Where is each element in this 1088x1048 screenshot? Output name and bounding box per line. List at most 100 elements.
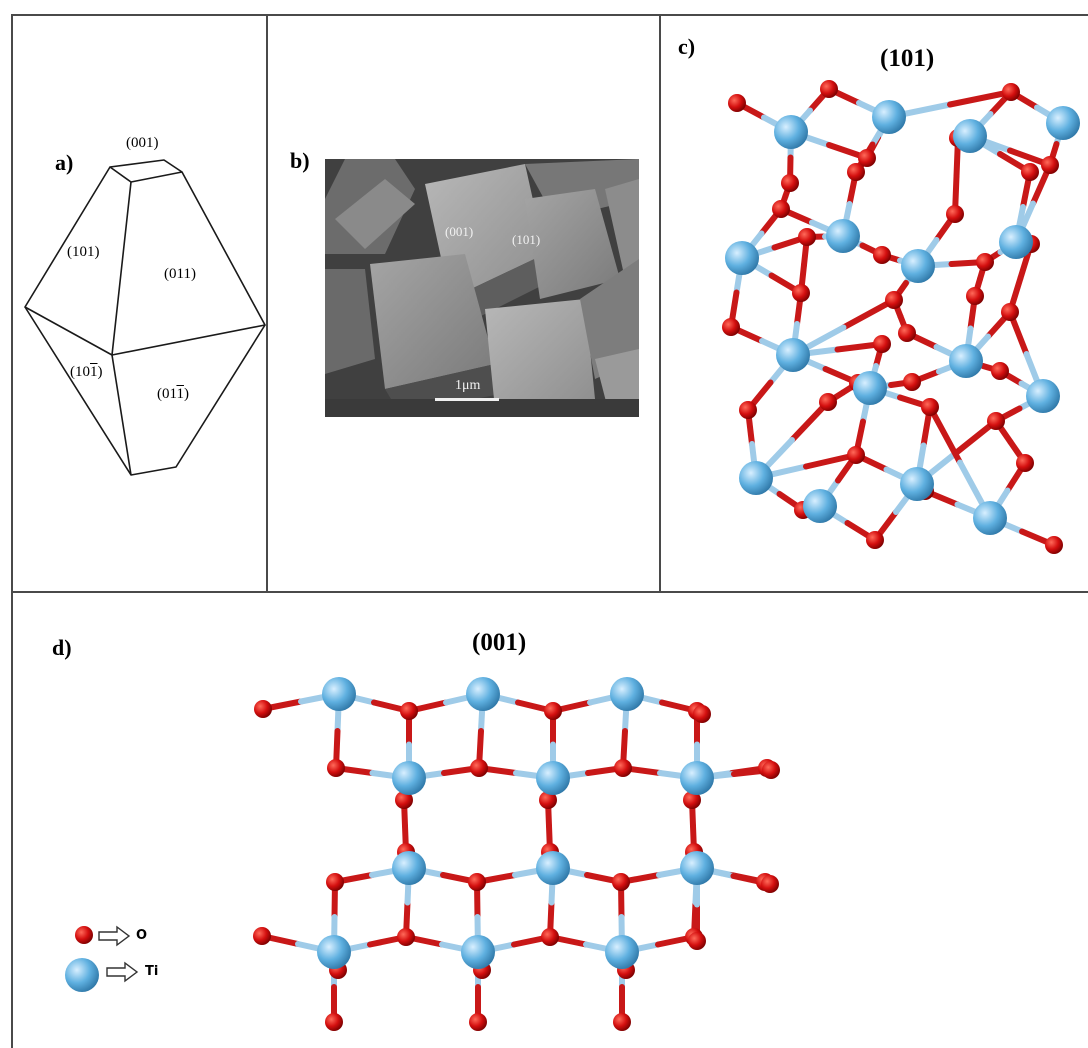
legend-o-label: O <box>136 928 148 943</box>
panel-b-label: b) <box>290 148 310 173</box>
oxygen-atom <box>254 700 272 718</box>
oxygen-atom <box>395 791 413 809</box>
oxygen-atom <box>847 163 865 181</box>
oxygen-atom <box>1016 454 1034 472</box>
oxygen-atom <box>873 246 891 264</box>
oxygen-atom <box>1001 303 1019 321</box>
oxygen-atom <box>469 1013 487 1031</box>
titanium-atom <box>322 677 356 711</box>
titanium-atom <box>680 761 714 795</box>
titanium-atom <box>65 958 99 992</box>
oxygen-atom <box>819 393 837 411</box>
plane-001-title: (001) <box>472 629 527 656</box>
divider-horizontal <box>11 591 1088 593</box>
oxygen-atom <box>614 759 632 777</box>
oxygen-atom <box>468 873 486 891</box>
oxygen-atom <box>921 398 939 416</box>
titanium-atom <box>317 935 351 969</box>
oxygen-atom <box>693 705 711 723</box>
sem-facet-001: (001) <box>445 224 474 239</box>
oxygen-atom <box>397 928 415 946</box>
titanium-atom <box>900 467 934 501</box>
oxygen-atom <box>683 791 701 809</box>
titanium-atom <box>949 344 983 378</box>
oxygen-atom <box>75 926 93 944</box>
facet-011: (011) <box>164 266 196 282</box>
facet-01-1bar: (011) <box>157 386 189 402</box>
oxygen-atom <box>544 702 562 720</box>
oxygen-atom <box>728 94 746 112</box>
titanium-atom <box>901 249 935 283</box>
oxygen-atom <box>903 373 921 391</box>
oxygen-atom <box>326 873 344 891</box>
oxygen-atom <box>722 318 740 336</box>
legend-ti-arrow-icon <box>106 961 139 983</box>
oxygen-atom <box>541 928 559 946</box>
oxygen-atom <box>1002 83 1020 101</box>
titanium-atom <box>774 115 808 149</box>
frame-top <box>11 14 1088 16</box>
titanium-atom <box>1026 379 1060 413</box>
titanium-atom <box>466 677 500 711</box>
titanium-atom <box>536 851 570 885</box>
titanium-atom <box>605 935 639 969</box>
titanium-atom <box>739 461 773 495</box>
oxygen-atom <box>798 228 816 246</box>
scale-bar-label: 1μm <box>455 378 481 393</box>
titanium-atom <box>725 241 759 275</box>
oxygen-atom <box>898 324 916 342</box>
oxygen-atom <box>739 401 757 419</box>
titanium-atom <box>999 225 1033 259</box>
titanium-atom <box>826 219 860 253</box>
facet-10-1bar: (101) <box>70 364 103 380</box>
panel-d-label: d) <box>52 635 72 660</box>
facet-101: (101) <box>67 244 100 260</box>
oxygen-atom <box>400 702 418 720</box>
oxygen-atom <box>976 253 994 271</box>
titanium-atom <box>1046 106 1080 140</box>
oxygen-atom <box>858 149 876 167</box>
legend-o-arrow-icon <box>98 925 131 947</box>
oxygen-atom <box>873 335 891 353</box>
oxygen-atom <box>1041 156 1059 174</box>
titanium-atom <box>776 338 810 372</box>
titanium-atom <box>610 677 644 711</box>
oxygen-atom <box>866 531 884 549</box>
oxygen-atom <box>847 446 865 464</box>
legend-ti-label: Ti <box>145 964 159 979</box>
oxygen-atom <box>539 791 557 809</box>
titanium-atom <box>392 761 426 795</box>
frame-left <box>11 14 13 1048</box>
oxygen-atom <box>772 200 790 218</box>
oxygen-atom <box>1021 163 1039 181</box>
plane-101-title: (101) <box>880 45 935 72</box>
oxygen-atom <box>781 174 799 192</box>
oxygen-atom <box>470 759 488 777</box>
oxygen-atom <box>1045 536 1063 554</box>
oxygen-atom <box>253 927 271 945</box>
oxygen-atom <box>820 80 838 98</box>
titanium-atom <box>680 851 714 885</box>
oxygen-atom <box>792 284 810 302</box>
titanium-atom <box>461 935 495 969</box>
titanium-atom <box>973 501 1007 535</box>
sem-micrograph: (001) (101) 1μm <box>325 159 639 417</box>
oxygen-atom <box>885 291 903 309</box>
titanium-atom <box>392 851 426 885</box>
titanium-atom <box>803 489 837 523</box>
divider-ab <box>266 14 268 592</box>
oxygen-atom <box>325 1013 343 1031</box>
panel-a-label: a) <box>55 150 74 175</box>
oxygen-atom <box>612 873 630 891</box>
oxygen-atom <box>327 759 345 777</box>
oxygen-atom <box>613 1013 631 1031</box>
sem-facet-101: (101) <box>512 232 541 247</box>
oxygen-atom <box>987 412 1005 430</box>
panel-c-label: c) <box>678 34 696 59</box>
titanium-atom <box>953 119 987 153</box>
